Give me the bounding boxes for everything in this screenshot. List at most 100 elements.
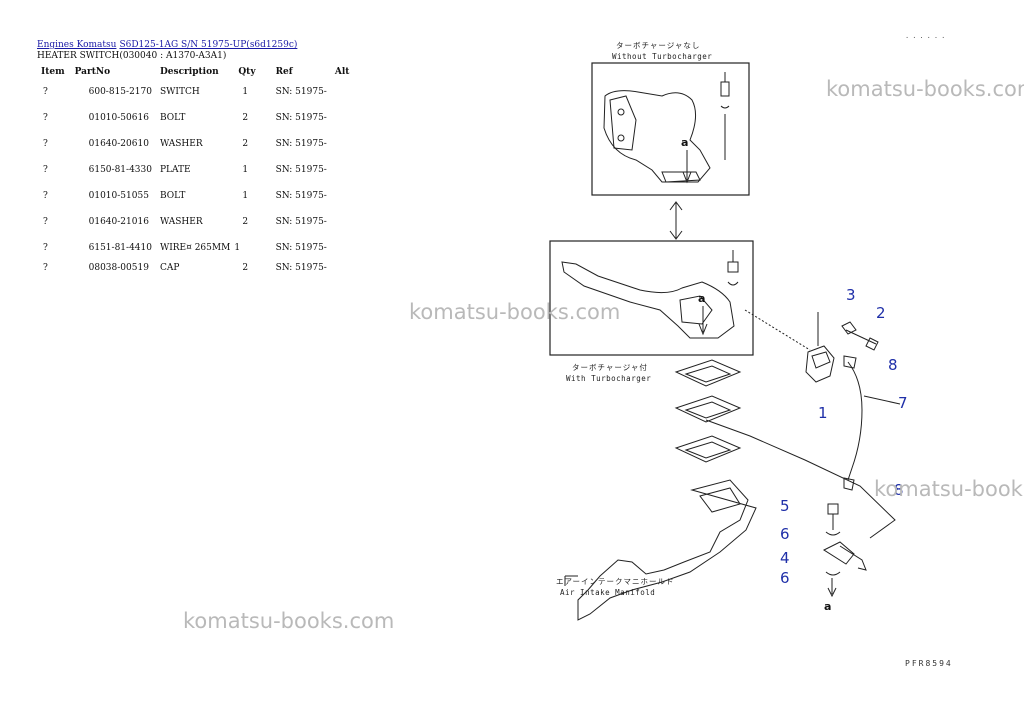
cell-item: ? [43,113,48,123]
table-row: ? 08038-00519 CAP 2 SN: 51975- [37,263,355,289]
col-qty: Qty [238,67,256,77]
callout-7: 7 [898,394,908,412]
table-row: ? 01010-51055 BOLT 1 SN: 51975- [37,191,355,217]
col-description: Description [159,67,219,77]
cell-partno: 01640-21016 [88,217,149,227]
cell-alt [331,217,356,243]
cell-qty: 1 [242,191,249,201]
parts-table: Item PartNo Description Qty Ref Alt ? 60… [37,65,355,289]
cell-qty: 1 [242,165,249,175]
cell-ref: SN: 51975- [275,243,327,253]
watermark: komatsu-books.com [826,77,1024,101]
manifold-en-label: Air Intake Manifold [560,588,655,597]
table-row: ? 01010-50616 BOLT 2 SN: 51975- [37,113,355,139]
col-alt: Alt [334,67,350,77]
with-turbo-en-label: With Turbocharger [566,374,651,383]
cell-qty: 2 [242,217,249,227]
cell-item: ? [43,87,48,97]
ref-a-middle: a [698,292,705,305]
ref-a-top: a [681,136,688,149]
cell-partno: 600-815-2170 [88,87,152,97]
table-row: ? 600-815-2170 SWITCH 1 SN: 51975- [37,87,355,113]
callout-5: 5 [780,497,790,515]
cell-description: WIRE¤ 265MM [159,243,231,253]
wire [847,361,863,481]
col-ref: Ref [275,67,293,77]
double-arrow [669,201,683,240]
cell-description: WASHER [159,139,203,149]
breadcrumb-link-model[interactable]: S6D125-1AG S/N 51975-UP(s6d1259c) [119,40,298,50]
top-right-mark: ...... [905,32,949,40]
col-item: Item [41,67,65,77]
cell-item: ? [43,217,48,227]
cell-ref: SN: 51975- [275,191,327,201]
callout-8-top: 8 [888,356,898,374]
callout-4: 4 [780,549,790,567]
callout-3: 3 [846,286,856,304]
col-partno: PartNo [74,67,111,77]
cell-ref: SN: 51975- [275,87,327,97]
cell-item: ? [43,139,48,149]
cell-qty: 2 [242,263,249,273]
with-turbo-box [549,240,754,356]
cell-item: ? [43,243,48,253]
manifold-jp-label: エアーインテークマニホールド [556,577,675,586]
cell-item: ? [43,191,48,201]
cell-description: CAP [159,263,180,273]
ref-a-bottom: a [824,600,831,613]
table-header-row: Item PartNo Description Qty Ref Alt [37,65,355,87]
cell-ref: SN: 51975- [275,263,327,273]
cell-partno: 01010-51055 [88,191,149,201]
cell-qty: 2 [242,113,249,123]
cell-item: ? [43,165,48,175]
drawing-code: PFR8594 [905,659,953,668]
cell-partno: 6151-81-4410 [88,243,152,253]
callout-2: 2 [876,304,886,322]
cell-partno: 01010-50616 [88,113,149,123]
cell-partno: 6150-81-4330 [88,165,152,175]
cell-alt [331,191,356,217]
cell-item: ? [43,263,48,273]
air-intake-manifold [577,479,757,621]
cell-description: BOLT [159,113,186,123]
cell-description: WASHER [159,217,203,227]
callout-8-bottom: 8 [894,481,904,499]
breadcrumb-link-engines[interactable]: Engines Komatsu [37,40,117,50]
cell-qty: 1 [234,243,241,253]
cell-alt [331,263,356,289]
watermark: komatsu-books.com [183,609,395,633]
plate [822,541,867,571]
cell-description: PLATE [159,165,191,175]
page-title: HEATER SWITCH(030040 : A1370-A3A1) [37,51,227,61]
cell-alt [331,87,356,113]
cell-ref: SN: 51975- [275,113,327,123]
cell-qty: 2 [242,139,249,149]
with-turbo-jp-label: ターボチャージャ付 [572,362,648,372]
cell-alt [331,139,356,165]
without-turbo-jp-label: ターボチャージャなし [616,41,700,50]
cell-partno: 01640-20610 [88,139,149,149]
cell-description: SWITCH [159,87,200,97]
callout-6-bottom: 6 [780,569,790,587]
without-turbo-box [591,62,750,196]
cell-ref: SN: 51975- [275,139,327,149]
cell-partno: 08038-00519 [88,263,149,273]
table-row: ? 01640-20610 WASHER 2 SN: 51975- [37,139,355,165]
without-turbo-en-label: Without Turbocharger [612,52,712,61]
cell-alt [331,165,356,191]
cell-alt [331,243,356,263]
cell-ref: SN: 51975- [275,165,327,175]
parts-diagram: ターボチャージャなし Without Turbocharger ターボチャージャ… [549,41,908,621]
watermark: komatsu-books.com [409,300,621,324]
callout-6-top: 6 [780,525,790,543]
table-row: ? 6150-81-4330 PLATE 1 SN: 51975- [37,165,355,191]
cell-alt [331,113,356,139]
heater-switch [805,345,835,383]
cell-ref: SN: 51975- [275,217,327,227]
cell-qty: 1 [242,87,249,97]
watermark: komatsu-books.com [874,477,1024,501]
cell-description: BOLT [159,191,186,201]
table-row: ? 6151-81-4410 WIRE¤ 265MM 1 SN: 51975- [37,243,355,263]
table-row: ? 01640-21016 WASHER 2 SN: 51975- [37,217,355,243]
